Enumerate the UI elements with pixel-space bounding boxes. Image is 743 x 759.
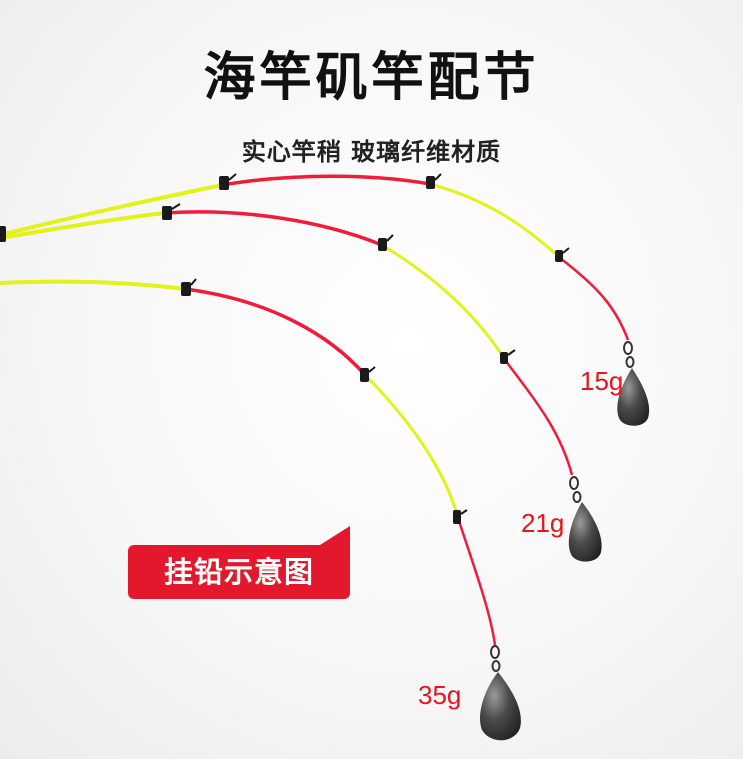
rod-bottom [0,279,497,646]
rod-top [0,174,630,341]
weight-label-35g: 35g [418,680,462,710]
page-title: 海竿矶竿配节 [203,48,540,108]
swivel-icon [490,341,635,672]
diagram-badge: 挂铅示意图 [163,555,314,589]
page-subtitle: 实心竿稍 玻璃纤维材质 [241,138,502,166]
diagram-badge-shape [128,526,350,599]
weight-label-15g: 15g [580,366,624,396]
rod-middle [0,210,574,476]
sinker-icon [479,368,650,741]
weight-label-21g: 21g [521,508,565,538]
rod-guide-icon [0,173,570,524]
